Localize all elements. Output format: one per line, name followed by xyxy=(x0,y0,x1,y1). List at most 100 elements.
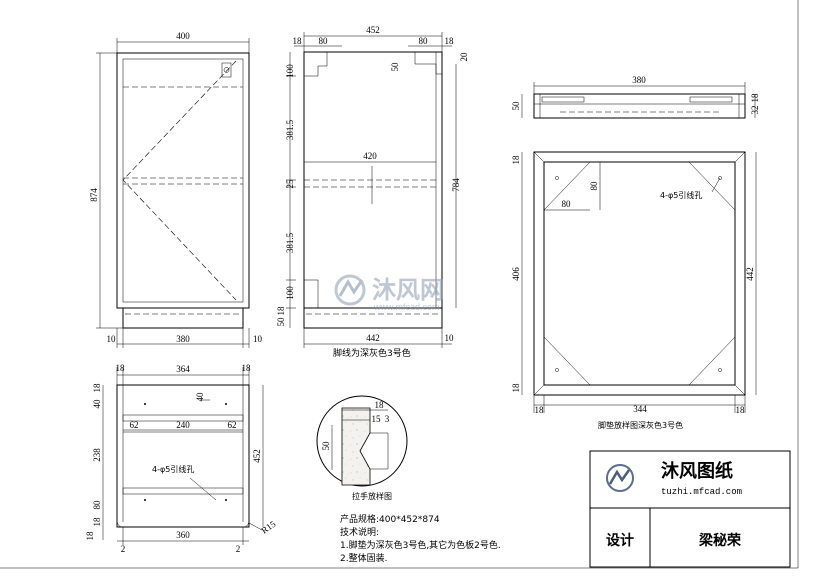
front-bottom-left-dim: 10 xyxy=(107,334,117,344)
front-height-label: 874 xyxy=(89,188,99,202)
dim-80: 80 xyxy=(589,181,599,191)
dim-784: 784 xyxy=(451,178,461,192)
dim-50: 50 xyxy=(511,101,521,111)
dim-r15: R15 xyxy=(259,519,277,536)
dim-20: 20 xyxy=(459,52,469,62)
wire-hole-marker xyxy=(555,368,559,372)
front-view-panel xyxy=(116,52,250,309)
dim-442: 442 xyxy=(366,333,380,343)
design-label: 设计 xyxy=(606,532,634,549)
front-bottom-right-dim: 10 xyxy=(253,334,263,344)
dim-100: 100 xyxy=(285,286,295,300)
dim-18: 18 xyxy=(375,400,385,410)
title-block: 沐风图纸 tuzhi.mfcad.com 设计 梁秘荣 xyxy=(589,450,791,568)
handle-detail-view: 18 15 3 50 拉手放样图 xyxy=(316,395,408,501)
watermark-text: 沐风网 xyxy=(372,276,444,304)
foot-pad-caption: 脚垫放样图深灰色3号色 xyxy=(598,420,683,430)
hole-note: 4-φ5引线孔 xyxy=(660,190,702,200)
dim-420: 420 xyxy=(363,151,377,161)
dim-62: 62 xyxy=(228,420,237,430)
top-view-panel xyxy=(533,93,746,119)
foot-pad-inner xyxy=(543,161,736,386)
lock-icon xyxy=(221,62,232,78)
dim-18: 18 xyxy=(276,306,286,316)
dim-25: 25 xyxy=(285,179,295,189)
wire-hole-marker xyxy=(555,176,559,180)
dim-50: 50 xyxy=(276,317,286,327)
dim-15: 15 xyxy=(372,414,382,424)
back-hole-note: 4-φ5引线孔 xyxy=(152,464,194,474)
back-view: 18 364 18 62 240 62 40 18 40 238 80 18 1… xyxy=(85,363,278,554)
brand-logo-icon xyxy=(606,464,634,492)
dim-18: 18 xyxy=(750,93,760,103)
front-width-label: 400 xyxy=(176,31,190,41)
dim-364: 364 xyxy=(176,364,190,374)
dim-50: 50 xyxy=(321,441,331,451)
dim-80: 80 xyxy=(92,500,102,510)
front-bottom-mid-dim: 380 xyxy=(176,334,190,344)
dim-3: 3 xyxy=(385,414,390,424)
brand-name: 沐风图纸 xyxy=(661,460,733,482)
dim-18: 18 xyxy=(85,531,95,541)
front-view-plinth xyxy=(122,307,244,329)
brand-url: tuzhi.mfcad.com xyxy=(661,487,742,497)
dim-18: 18 xyxy=(92,517,102,527)
title-block-frame xyxy=(589,450,791,568)
dim-2: 2 xyxy=(121,544,126,554)
dim-18: 18 xyxy=(511,155,521,165)
dim-18: 18 xyxy=(242,363,252,373)
designer-name: 梁秘荣 xyxy=(698,532,742,549)
dim-344: 344 xyxy=(633,404,647,414)
dim-2: 2 xyxy=(236,544,241,554)
dim-238: 238 xyxy=(92,448,102,462)
dim-452: 452 xyxy=(252,449,262,463)
dim-40: 40 xyxy=(195,392,205,402)
dim-10: 10 xyxy=(445,333,455,343)
tech-note-2: 2.整体固装. xyxy=(340,552,387,564)
watermark: 沐风网 www.mfcad.com xyxy=(334,274,444,312)
watermark-logo-icon xyxy=(334,274,366,306)
dim-18: 18 xyxy=(445,36,455,46)
wire-hole-marker xyxy=(718,176,722,180)
dim-381-5: 381.5 xyxy=(285,119,295,140)
top-view: 380 50 32 18 xyxy=(511,75,760,119)
dim-50: 50 xyxy=(390,62,400,72)
front-view: 400 874 10 380 10 xyxy=(89,31,263,348)
product-spec: 产品规格:400*452*874 xyxy=(340,513,440,525)
wire-hole-marker xyxy=(718,368,722,372)
dim-18: 18 xyxy=(535,405,545,415)
dim-62: 62 xyxy=(130,420,139,430)
plinth-color-note: 脚线为深灰色3号色 xyxy=(333,347,411,359)
dim-32: 32 xyxy=(750,106,760,115)
handle-profile xyxy=(341,407,371,486)
side-view: 452 18 80 80 18 100 381.5 25 381.5 100 1… xyxy=(276,25,469,359)
dim-18: 18 xyxy=(736,405,746,415)
watermark-url: www.mfcad.com xyxy=(373,302,440,312)
dim-442: 442 xyxy=(745,267,755,281)
side-top-width-label: 452 xyxy=(366,25,380,35)
back-view-panel xyxy=(116,384,250,528)
tech-note-1: 1.脚垫为深灰色3号色,其它为色板2号色. xyxy=(340,539,501,551)
side-view-plinth xyxy=(303,307,443,329)
dim-381-5: 381.5 xyxy=(285,232,295,253)
dim-18: 18 xyxy=(293,36,303,46)
dim-360: 360 xyxy=(176,530,190,540)
foot-pad-view: 80 80 4-φ5引线孔 18 344 18 18 406 18 442 脚垫… xyxy=(511,151,757,430)
dim-380: 380 xyxy=(632,75,646,85)
foot-pad-outer xyxy=(533,151,746,396)
dim-80: 80 xyxy=(419,36,429,46)
tech-title: 技术说明: xyxy=(340,526,379,538)
dim-80: 80 xyxy=(319,36,329,46)
dim-18: 18 xyxy=(92,383,102,393)
dim-240: 240 xyxy=(176,420,190,430)
dim-100: 100 xyxy=(285,64,295,78)
detail-circle xyxy=(316,395,408,487)
dim-80: 80 xyxy=(562,199,572,209)
handle-detail-caption: 拉手放样图 xyxy=(352,491,392,501)
dim-18: 18 xyxy=(511,383,521,393)
dim-406: 406 xyxy=(511,267,521,281)
dim-40: 40 xyxy=(92,399,102,409)
dim-18: 18 xyxy=(116,363,126,373)
technical-notes: 产品规格:400*452*874 技术说明: 1.脚垫为深灰色3号色,其它为色板… xyxy=(340,513,501,564)
